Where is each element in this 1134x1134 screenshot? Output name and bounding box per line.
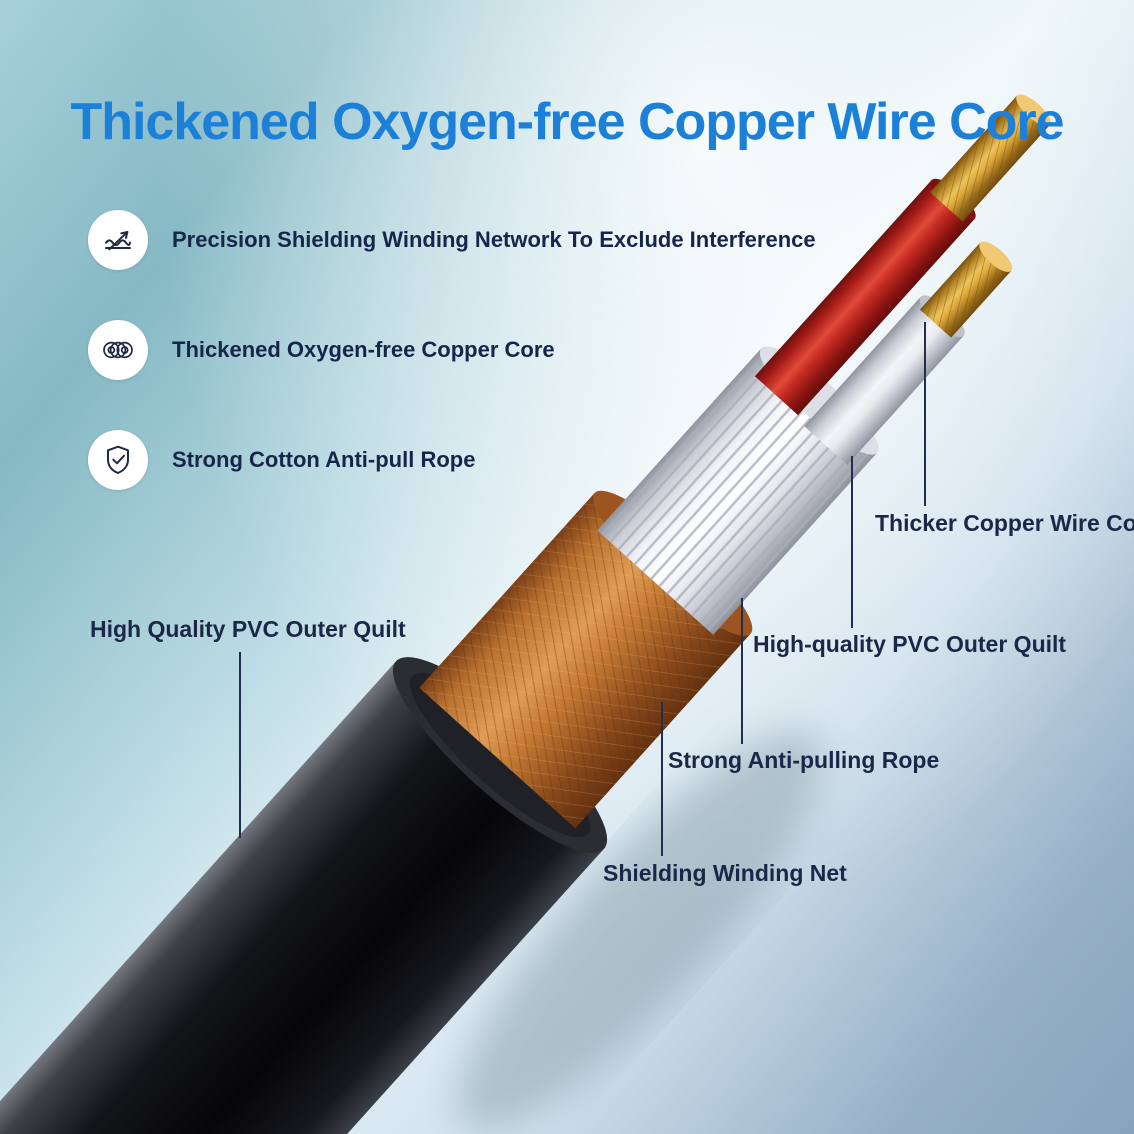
feature-label: Thickened Oxygen-free Copper Core	[172, 337, 555, 362]
red-wire	[754, 180, 975, 416]
feature-list: Precision Shielding Winding Network To E…	[88, 210, 816, 540]
pvc-outer-jacket	[0, 659, 606, 1134]
feature-row-copper-core: Thickened Oxygen-free Copper Core	[88, 320, 816, 380]
page-title: Thickened Oxygen-free Copper Wire Core	[70, 93, 1064, 151]
callout-strong-anti-pulling-rope: Strong Anti-pulling Rope	[668, 747, 940, 773]
callout-shielding-winding-net: Shielding Winding Net	[603, 860, 847, 886]
shield-check-icon	[88, 430, 148, 490]
callout-high-quality-pvc-outer-quilt: High-quality PVC Outer Quilt	[753, 631, 1067, 657]
feature-label: Strong Cotton Anti-pull Rope	[172, 447, 476, 472]
feature-row-anti-pull: Strong Cotton Anti-pull Rope	[88, 430, 816, 490]
winding-network-icon	[88, 210, 148, 270]
callout-thicker-copper-wire-core: Thicker Copper Wire Core	[875, 510, 1134, 536]
feature-row-shielding: Precision Shielding Winding Network To E…	[88, 210, 816, 270]
feature-label: Precision Shielding Winding Network To E…	[172, 227, 816, 252]
copper-core-icon	[88, 320, 148, 380]
white-wire	[804, 296, 964, 465]
leader-lines	[239, 322, 926, 856]
callout-pvc-outer-quilt-left: High Quality PVC Outer Quilt	[90, 616, 406, 642]
cable-shadow	[458, 731, 822, 1129]
cable-body	[0, 94, 1051, 1134]
